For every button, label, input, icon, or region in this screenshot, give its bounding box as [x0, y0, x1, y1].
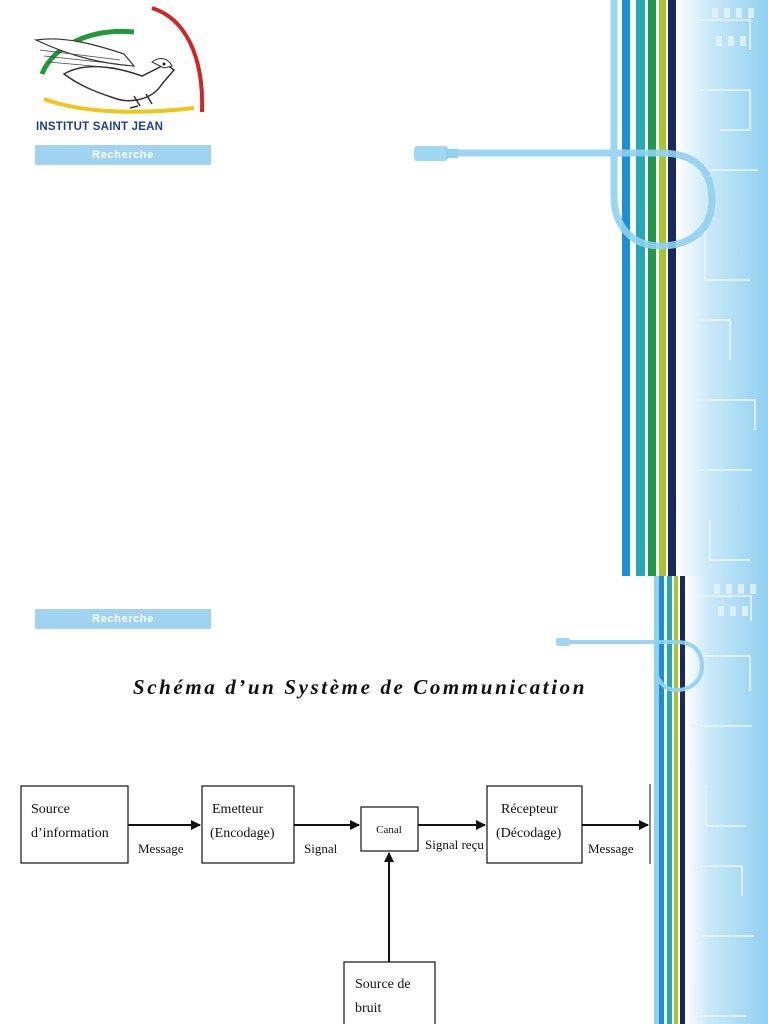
stripe-lime [674, 576, 678, 1024]
recepteur-box [486, 785, 583, 864]
emetteur-label-line2: (Encodage) [210, 826, 275, 841]
source-label-line1: Source [31, 802, 70, 817]
stripe-teal [667, 576, 672, 1024]
slide-2-background [556, 576, 768, 1024]
edge-label-signal-recu: Signal reçu [425, 837, 484, 852]
bruit-label-line1: Source de [355, 977, 411, 992]
circuit-panel [676, 0, 768, 576]
stripe-teal [636, 0, 645, 576]
eagle-logo-icon [33, 4, 214, 120]
edge-label-signal: Signal [304, 841, 338, 856]
stripe-blue [622, 0, 630, 576]
institution-name: INSTITUT SAINT JEAN [36, 121, 164, 133]
slide-1: INSTITUT SAINT JEAN Recherche [33, 0, 768, 576]
page-title: Schéma d’un Système de Communication [132, 675, 588, 699]
recherche-banner: Recherche [35, 145, 211, 165]
stripe-navy [668, 0, 676, 576]
communication-diagram: Source d’information Emetteur (Encodage)… [20, 784, 651, 1024]
emetteur-box [201, 785, 295, 864]
recepteur-label-line1: Récepteur [501, 802, 558, 817]
canal-box [360, 806, 419, 852]
recherche-banner: Recherche [35, 609, 211, 629]
bruit-label-line2: bruit [355, 1001, 382, 1016]
cable-icon [414, 0, 716, 250]
recepteur-label-line2: (Décodage) [496, 826, 562, 841]
stripe-green [648, 0, 656, 576]
circuit-traces [692, 595, 754, 1017]
stripe-lime [659, 0, 666, 576]
cable-icon [556, 576, 705, 693]
slide-2: Recherche Schéma d’un Système de Communi… [0, 576, 768, 1024]
edge-label-message-2: Message [588, 841, 634, 856]
source-label-line2: d’information [31, 826, 109, 841]
source-box [20, 785, 129, 864]
stripe-blue [659, 576, 664, 1024]
slide-1-background [414, 0, 768, 576]
canal-label: Canal [376, 824, 402, 836]
bruit-box [343, 961, 436, 1024]
stripe-navy [680, 576, 685, 1024]
emetteur-label-line1: Emetteur [212, 802, 264, 817]
edge-label-message-1: Message [138, 841, 184, 856]
